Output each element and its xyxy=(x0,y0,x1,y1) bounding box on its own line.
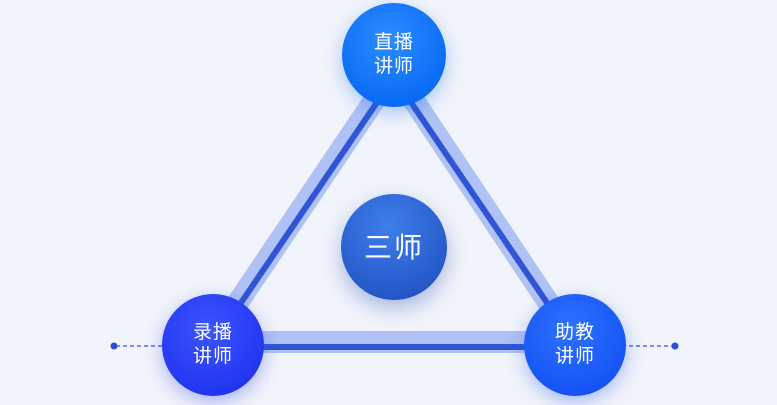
recorded-instructor-label: 录播 讲师 xyxy=(192,321,233,367)
right-connector-dot xyxy=(671,342,679,350)
center-label: 三师 xyxy=(363,230,424,264)
live-instructor-node: 直播 讲师 xyxy=(342,3,446,107)
edge-top-to-left xyxy=(225,90,387,324)
three-teachers-center-node: 三师 xyxy=(341,194,447,300)
edge-top-to-right xyxy=(401,90,563,324)
left-connector-dot xyxy=(110,342,118,350)
recorded-instructor-node: 录播 讲师 xyxy=(162,294,264,396)
assistant-instructor-node: 助教 讲师 xyxy=(524,294,626,396)
live-instructor-label: 直播 讲师 xyxy=(373,31,414,77)
assistant-instructor-label: 助教 讲师 xyxy=(554,321,595,367)
